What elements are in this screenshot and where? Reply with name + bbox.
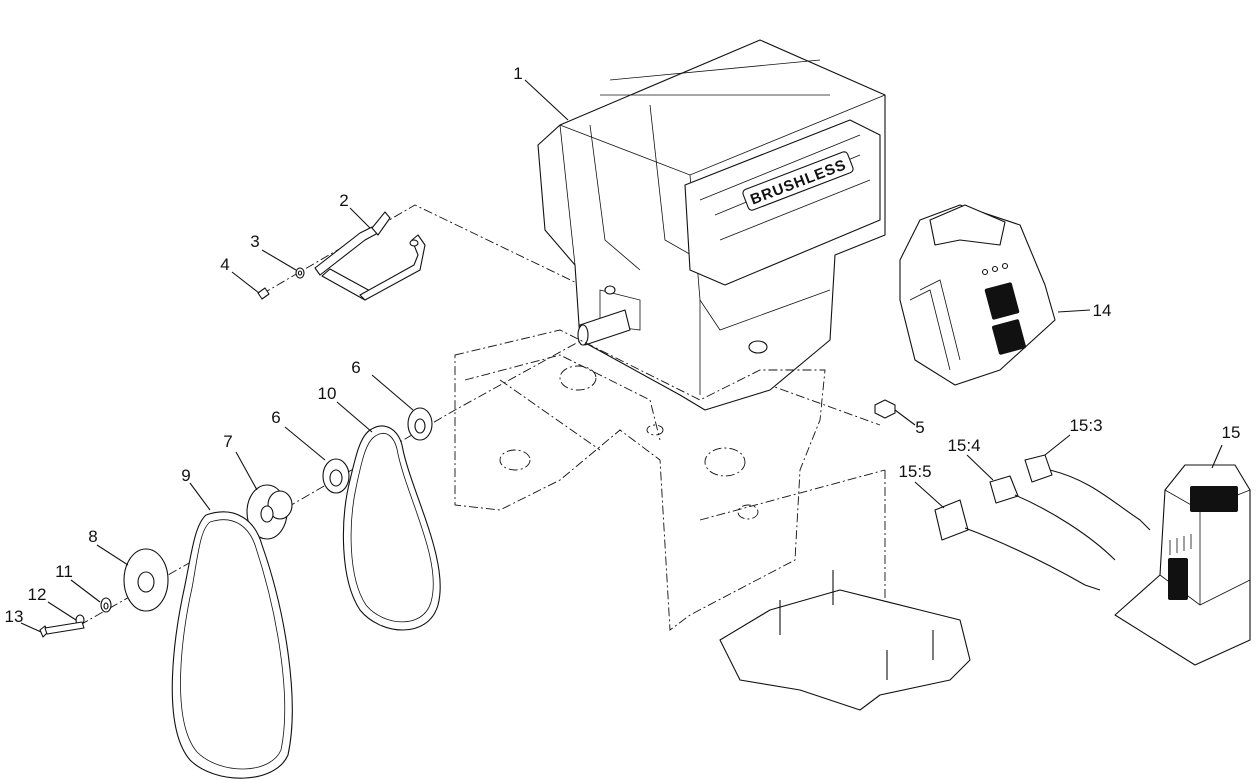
callout-6-upper: 6	[351, 358, 360, 377]
callout-3: 3	[250, 232, 259, 251]
callout-10: 10	[318, 384, 337, 403]
handle-bracket	[314, 211, 426, 301]
callout-15: 15	[1222, 423, 1241, 442]
callout-2: 2	[339, 191, 348, 210]
spacer-6-upper	[407, 407, 433, 441]
leader-lines	[20, 79, 1223, 633]
callout-9: 9	[181, 466, 190, 485]
brushless-motor: BRUSHLESS	[537, 39, 886, 411]
drive-belt-9	[171, 511, 293, 779]
pulley-7	[246, 484, 293, 540]
callout-4: 4	[220, 255, 229, 274]
callout-6-lower: 6	[271, 408, 280, 427]
callout-11: 11	[55, 562, 73, 581]
callout-15-3: 15:3	[1069, 416, 1102, 435]
callout-14: 14	[1093, 301, 1112, 320]
callout-7: 7	[223, 432, 232, 451]
charger-station	[1114, 464, 1251, 666]
spacer-6-lower	[322, 458, 350, 494]
callout-13: 13	[5, 607, 24, 626]
mounting-base-plate	[719, 570, 971, 711]
callout-15-4: 15:4	[947, 436, 980, 455]
callout-5: 5	[915, 418, 924, 437]
bolt-13	[39, 621, 85, 638]
drive-belt-10	[342, 425, 441, 631]
callout-1: 1	[513, 64, 522, 83]
washer-3	[295, 267, 305, 279]
pulley-disc-8	[123, 548, 169, 612]
callout-15-5: 15:5	[898, 462, 931, 481]
washer-11	[100, 597, 112, 613]
chassis-frame	[454, 329, 826, 631]
callout-labels: 1 2 3 4 5 6 6 7 8 9 10 11 12 13 14 15 15…	[5, 64, 1241, 626]
callout-12: 12	[28, 585, 47, 604]
nut-5	[874, 399, 896, 419]
screw-4	[257, 287, 270, 300]
battery-pack	[899, 204, 1056, 386]
callout-8: 8	[88, 527, 97, 546]
charger-cables	[934, 454, 1151, 591]
